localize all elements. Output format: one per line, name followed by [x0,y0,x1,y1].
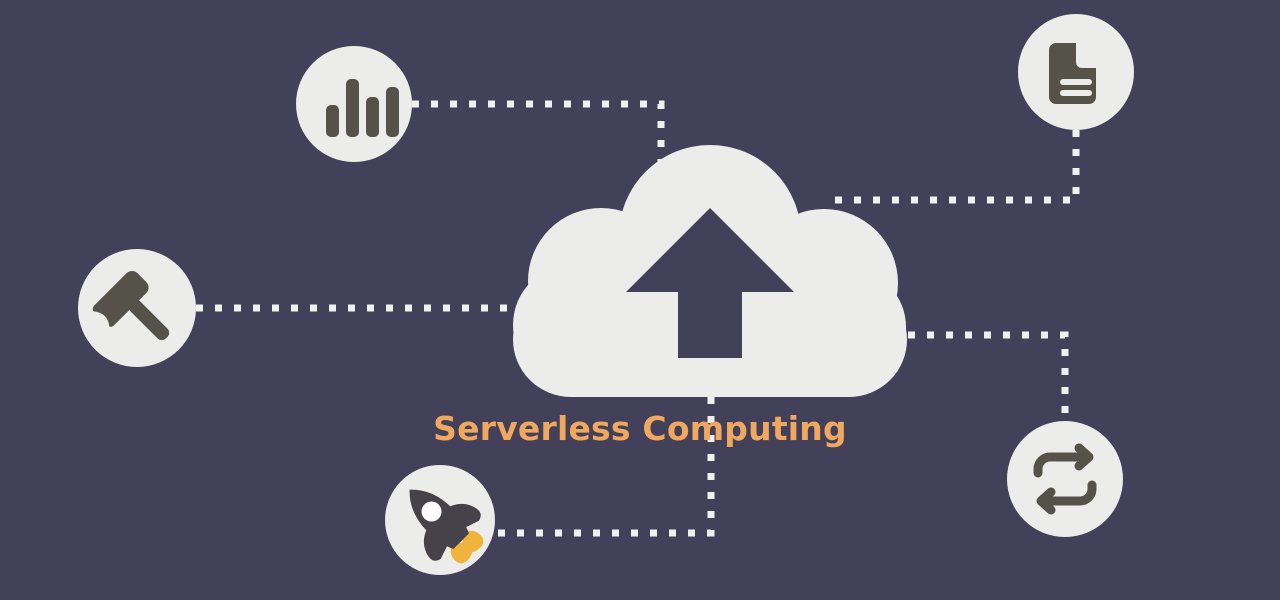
node-analytics[interactable] [296,46,412,162]
page-title: Serverless Computing [433,409,847,448]
rocket-icon [409,489,484,564]
bar-chart-icon [326,79,399,137]
connector-launch-to-cloud [496,397,715,537]
cloud-upload-icon [480,130,940,420]
hammer-icon [92,271,170,341]
repeat-loop-icon [1033,443,1097,515]
node-repeat-circle[interactable] [1007,421,1123,537]
node-launch[interactable] [385,465,498,578]
node-document[interactable] [1018,14,1134,130]
document-icon [1049,43,1096,104]
node-build[interactable] [78,249,196,367]
node-repeat[interactable] [1007,421,1123,537]
connector-repeat-to-cloud [908,331,1069,421]
